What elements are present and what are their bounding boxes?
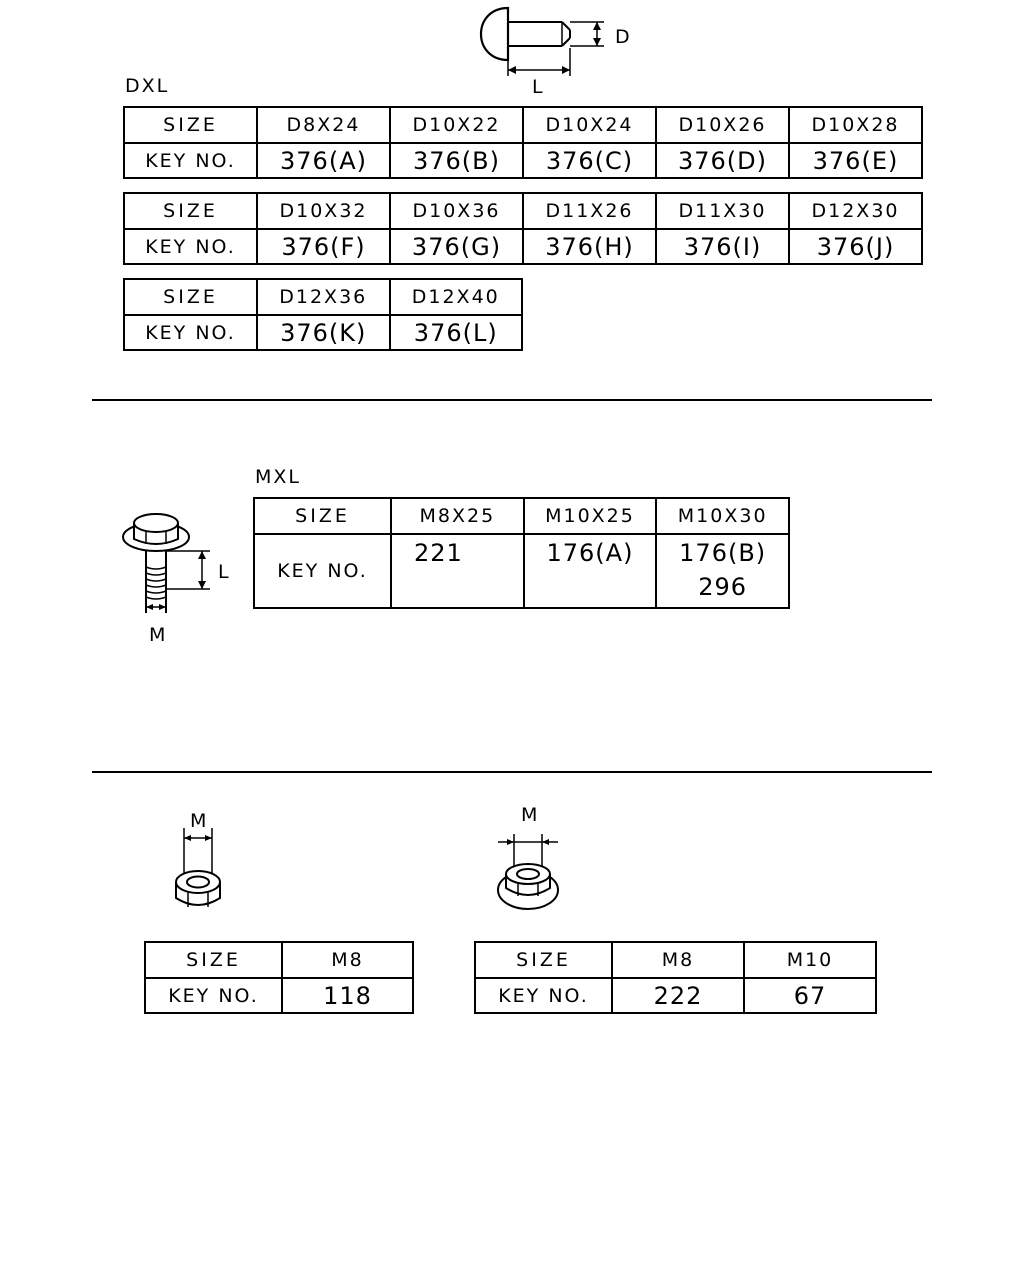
size-cell: D8X24 — [256, 106, 391, 144]
key-cell: 376(K) — [256, 314, 391, 351]
size-cell: D12X30 — [788, 192, 923, 230]
section-divider — [92, 771, 932, 773]
size-cell: M8 — [281, 941, 414, 979]
size-cell: M10X25 — [522, 497, 658, 535]
key-cell: 376(F) — [256, 228, 391, 265]
size-cell: D10X22 — [389, 106, 524, 144]
size-cell: D11X30 — [655, 192, 790, 230]
dxl-table-3: SIZE D12X36 D12X40 KEY NO. 376(K) 376(L) — [123, 278, 523, 351]
hex-nut-drawing — [175, 828, 221, 907]
size-header: SIZE — [474, 941, 613, 979]
key-cell: 376(C) — [522, 142, 657, 179]
key-no-header: KEY NO. — [144, 977, 283, 1014]
dxl-table-1: SIZE D8X24 D10X22 D10X24 D10X26 D10X28 K… — [123, 106, 923, 179]
key-no-header: KEY NO. — [474, 977, 613, 1014]
flange-nut-drawing — [497, 834, 559, 910]
size-header: SIZE — [123, 192, 258, 230]
key-cell: 376(G) — [389, 228, 524, 265]
size-cell: D10X36 — [389, 192, 524, 230]
key-cell: 376(B) — [389, 142, 524, 179]
key-cell: 376(A) — [256, 142, 391, 179]
key-cell: 376(D) — [655, 142, 790, 179]
size-cell: D10X24 — [522, 106, 657, 144]
key-cell: 118 — [281, 977, 414, 1014]
key-no-header: KEY NO. — [123, 228, 258, 265]
key-cell: 222 — [611, 977, 745, 1014]
size-cell: D10X32 — [256, 192, 391, 230]
key-cell: 376(I) — [655, 228, 790, 265]
key-value: 221 — [414, 539, 463, 567]
dxl-label: DXL — [125, 75, 170, 97]
size-cell: D12X40 — [388, 278, 523, 316]
size-cell: M8X25 — [390, 497, 525, 535]
size-header: SIZE — [123, 278, 258, 316]
key-cell: 376(H) — [522, 228, 657, 265]
bolt-dim-l-label: L — [218, 561, 231, 583]
size-cell: D12X36 — [256, 278, 391, 316]
dxl-table-2: SIZE D10X32 D10X36 D11X26 D11X30 D12X30 … — [123, 192, 923, 265]
rivet-drawing — [479, 6, 604, 76]
key-cell: 376(E) — [788, 142, 923, 179]
nut2-dim-m-label: M — [521, 804, 540, 826]
size-header: SIZE — [253, 497, 392, 535]
rivet-dim-d-label: D — [615, 26, 632, 48]
key-no-header: KEY NO. — [123, 314, 258, 351]
nut2-table: SIZE M8 M10 KEY NO. 222 67 — [474, 941, 877, 1014]
key-value: 176(A) — [546, 539, 634, 567]
size-cell: M8 — [611, 941, 745, 979]
size-cell: D10X28 — [788, 106, 923, 144]
key-cell: 176(B) 296 — [655, 533, 790, 609]
key-cell: 376(L) — [388, 314, 523, 351]
size-cell: M10 — [743, 941, 877, 979]
key-value: 176(B) — [679, 539, 767, 567]
nut1-dim-m-label: M — [190, 810, 209, 832]
mxl-label: MXL — [255, 466, 301, 488]
rivet-dim-l-label: L — [532, 76, 545, 98]
mxl-table: SIZE M8X25 M10X25 M10X30 KEY NO. 221 176… — [253, 497, 790, 609]
nut1-table: SIZE M8 KEY NO. 118 — [144, 941, 414, 1014]
section-divider — [92, 399, 932, 401]
flange-bolt-drawing — [122, 513, 210, 613]
key-no-header: KEY NO. — [123, 142, 258, 179]
key-value-extra: 296 — [698, 573, 748, 601]
bolt-dim-m-label: M — [149, 624, 168, 646]
size-cell: D10X26 — [655, 106, 790, 144]
key-cell: 221 — [390, 533, 525, 609]
key-cell: 176(A) — [522, 533, 658, 609]
key-cell: 376(J) — [788, 228, 923, 265]
key-cell: 67 — [743, 977, 877, 1014]
key-no-header: KEY NO. — [253, 533, 392, 609]
size-cell: M10X30 — [655, 497, 790, 535]
size-header: SIZE — [123, 106, 258, 144]
size-header: SIZE — [144, 941, 283, 979]
size-cell: D11X26 — [522, 192, 657, 230]
